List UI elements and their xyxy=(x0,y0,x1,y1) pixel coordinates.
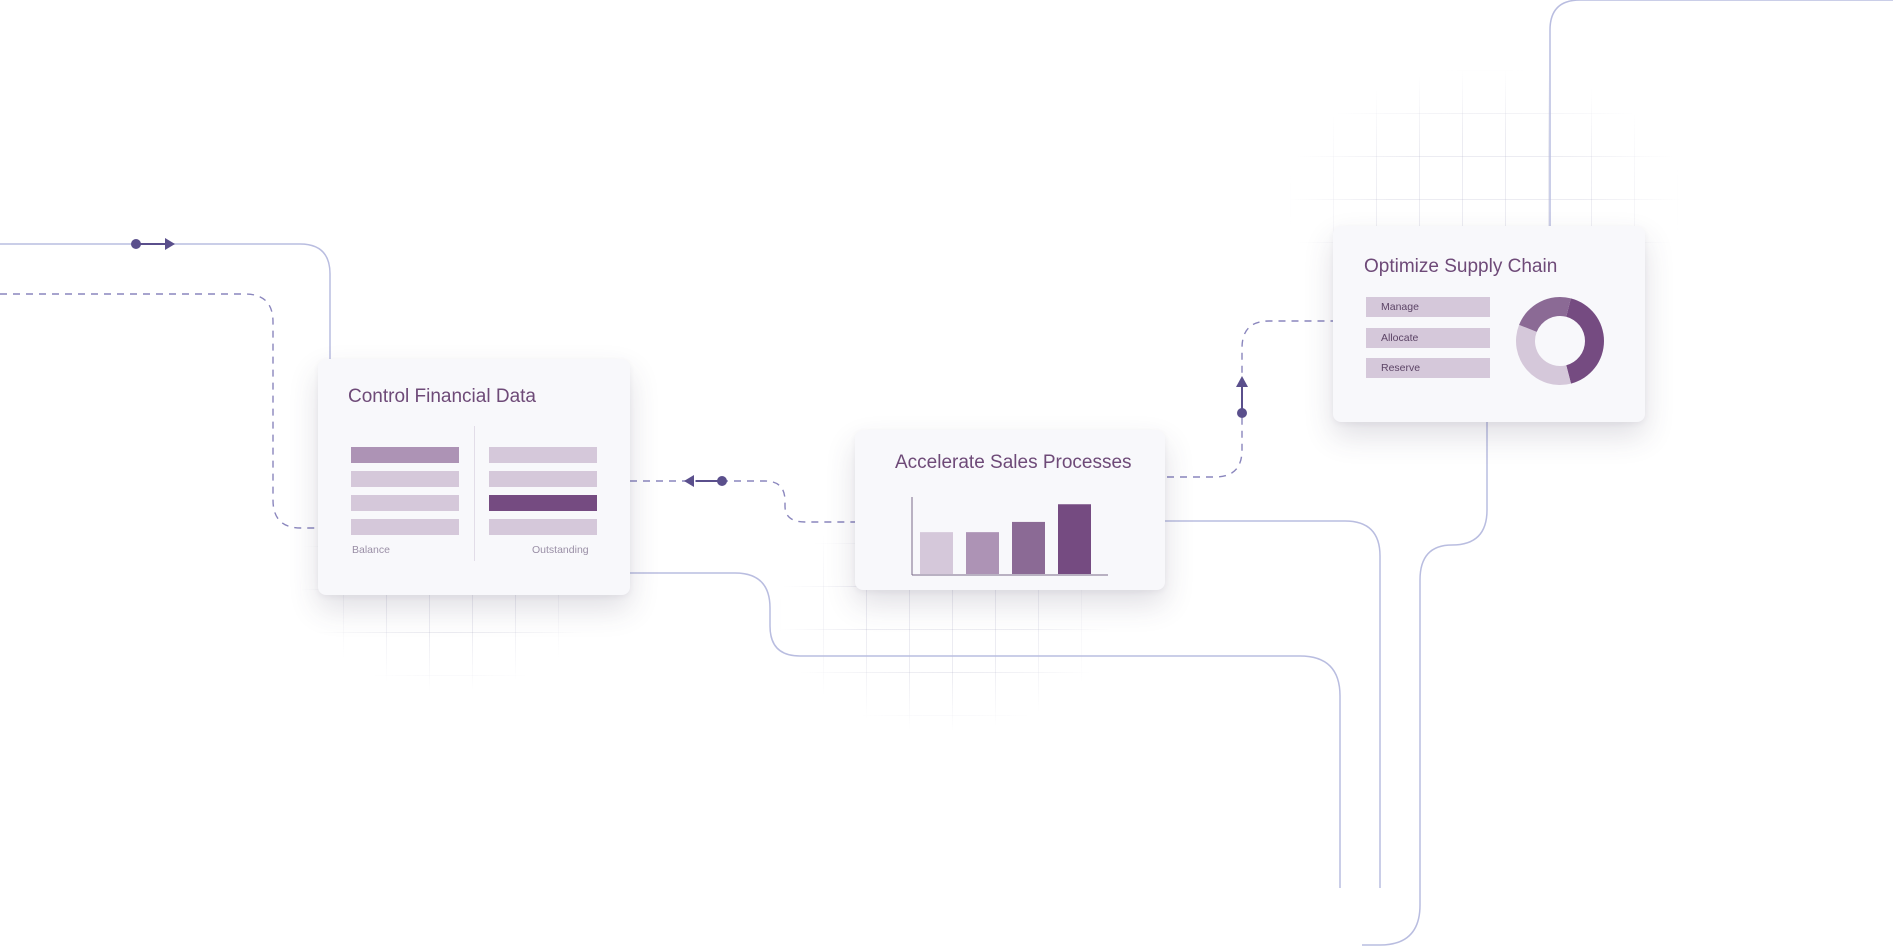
right-bar-row xyxy=(489,447,597,463)
dashed-connector-left xyxy=(0,293,318,529)
dashed-connector-sales-to-financial xyxy=(630,480,855,523)
arrow-up-icon xyxy=(1236,376,1248,418)
arrow-right-icon xyxy=(131,238,175,250)
donut-segment xyxy=(1516,324,1571,385)
financial-column-divider xyxy=(474,426,475,561)
sales-bar xyxy=(920,532,953,574)
reserve-chip: Reserve xyxy=(1366,358,1490,378)
sales-processes-card: Accelerate Sales Processes xyxy=(855,430,1165,590)
connector-top-left xyxy=(0,243,331,360)
sales-bar xyxy=(1012,521,1045,574)
supply-chain-card: Optimize Supply Chain Manage Allocate Re… xyxy=(1333,226,1645,422)
sales-bar xyxy=(1058,504,1091,574)
balance-label: Balance xyxy=(352,544,390,556)
supply-card-title: Optimize Supply Chain xyxy=(1364,256,1558,277)
financial-data-card: Control Financial Data Balance Outstandi… xyxy=(318,359,630,595)
dashed-connector-sales-to-supply xyxy=(1167,320,1333,478)
connector-financial-to-center xyxy=(630,572,1341,888)
left-bar-row xyxy=(351,519,459,535)
arrow-left-icon xyxy=(684,475,727,487)
sales-bar-chart xyxy=(911,497,1108,576)
allocate-chip: Allocate xyxy=(1366,328,1490,348)
sales-card-title: Accelerate Sales Processes xyxy=(895,452,1132,473)
outstanding-label: Outstanding xyxy=(532,544,589,556)
left-bar-row xyxy=(351,447,459,463)
manage-chip: Manage xyxy=(1366,297,1490,317)
donut-segment xyxy=(1519,297,1571,332)
connector-sales-right xyxy=(1165,520,1381,888)
right-bar-row xyxy=(489,471,597,487)
right-bar-row-highlighted xyxy=(489,495,597,511)
donut-segment xyxy=(1566,298,1604,384)
right-bar-row xyxy=(489,519,597,535)
left-bar-row xyxy=(351,495,459,511)
financial-card-title: Control Financial Data xyxy=(348,386,536,407)
supply-donut-chart xyxy=(1516,297,1604,385)
left-bar-row xyxy=(351,471,459,487)
connector-supply-top xyxy=(1549,0,1893,226)
connector-supply-bottom xyxy=(1362,422,1488,946)
sales-bar xyxy=(966,532,999,574)
